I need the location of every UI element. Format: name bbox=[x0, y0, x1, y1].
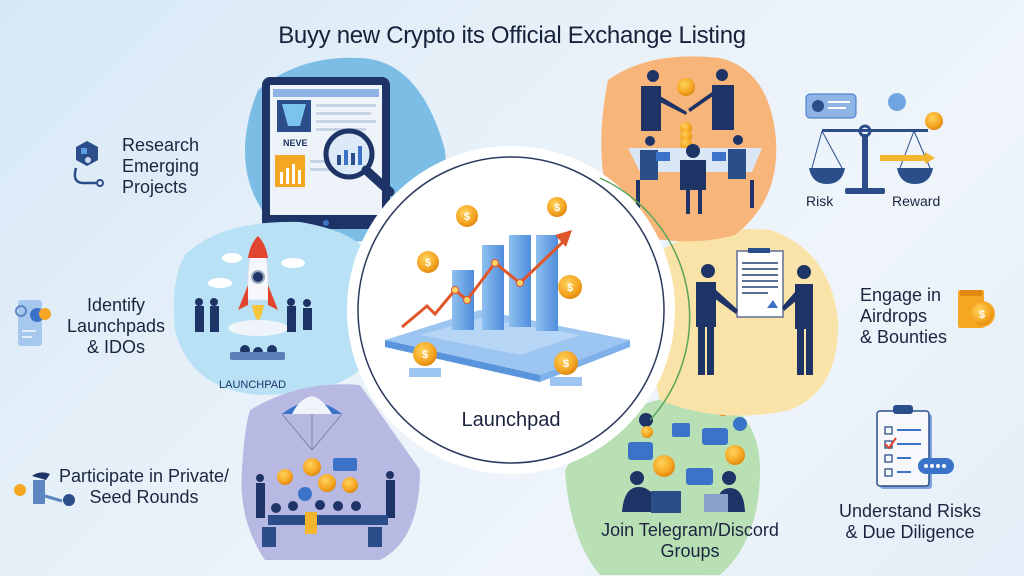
label-identify-launchpads: Identify Launchpads & IDOs bbox=[66, 295, 166, 357]
person-with-coin-bag-icon bbox=[14, 472, 75, 506]
contract-handshake-icon bbox=[696, 248, 813, 375]
label-participate-private-seed: Participate in Private/ Seed Rounds bbox=[58, 466, 230, 507]
rocket-launch-icon bbox=[195, 235, 312, 360]
segment-engage bbox=[650, 229, 839, 416]
business-meeting-handshake-icon bbox=[628, 69, 762, 214]
coin-icons bbox=[409, 197, 582, 386]
svg-text:$: $ bbox=[567, 282, 573, 294]
segment-join bbox=[565, 395, 760, 575]
segment-risk bbox=[601, 56, 777, 242]
center-launchpad-circle: $ $ $ $ $ $ bbox=[347, 146, 691, 474]
document-chart-icon bbox=[15, 300, 51, 346]
segment-participate bbox=[241, 384, 420, 560]
label-engage-airdrops-bounties: Engage in Airdrops & Bounties bbox=[860, 285, 948, 347]
chat-people-laptops-icon bbox=[622, 402, 747, 513]
label-research-emerging-projects: Research Emerging Projects bbox=[122, 135, 200, 197]
understand-risks-clipboard-icon bbox=[876, 405, 954, 489]
segment-identify: LAUNCHPAD bbox=[173, 221, 372, 395]
hexagon-network-icon bbox=[73, 141, 104, 187]
svg-text:$: $ bbox=[422, 349, 428, 361]
risk-label: Risk bbox=[806, 193, 834, 209]
svg-text:$: $ bbox=[425, 257, 431, 269]
parachute-meeting-icon bbox=[256, 396, 395, 547]
page-title: Buyy new Crypto its Official Exchange Li… bbox=[278, 22, 746, 49]
center-label: Launchpad bbox=[461, 409, 561, 431]
label-understand-risks: Understand Risks & Due Diligence bbox=[838, 501, 982, 542]
launchpad-caption: LAUNCHPAD bbox=[219, 379, 286, 391]
treasure-coin-icon: $ bbox=[958, 290, 995, 328]
reward-label: Reward bbox=[892, 193, 941, 209]
bar-chart-with-rising-arrow-and-coins-icon: $ $ $ $ $ $ bbox=[385, 197, 630, 386]
svg-text:$: $ bbox=[563, 358, 569, 370]
svg-text:$: $ bbox=[979, 309, 985, 321]
label-join-telegram-discord: Join Telegram/Discord Groups bbox=[601, 520, 779, 561]
svg-text:$: $ bbox=[554, 202, 560, 214]
svg-text:NEVE: NEVE bbox=[283, 138, 308, 148]
risk-reward-scale-icon bbox=[805, 93, 943, 194]
svg-text:$: $ bbox=[464, 211, 470, 223]
tablet-with-magnifier-icon: NEVE bbox=[262, 77, 395, 229]
